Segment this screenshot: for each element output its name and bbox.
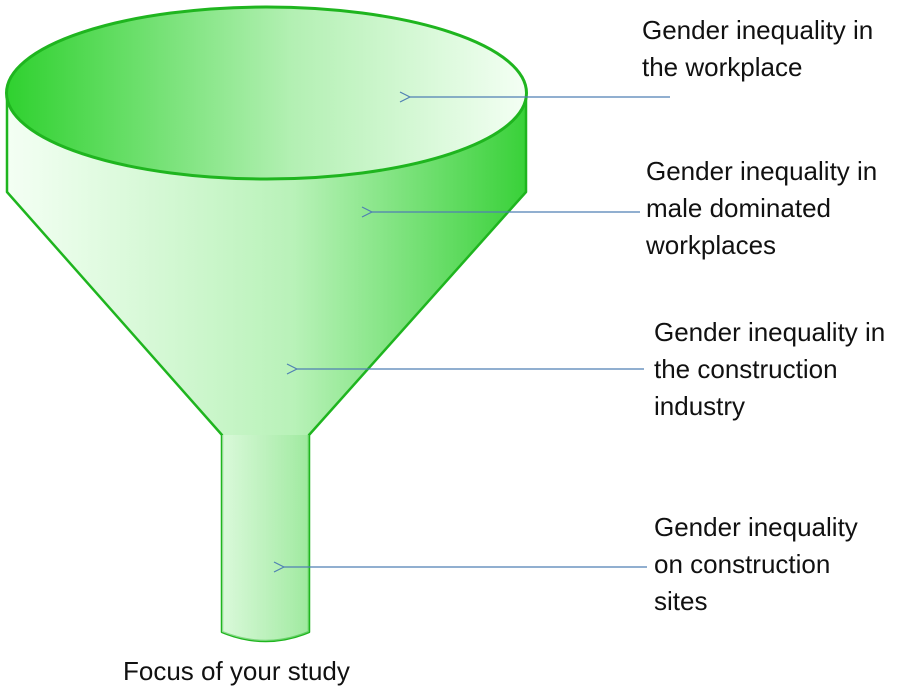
level-2-line-3: workplaces (646, 230, 777, 260)
level-3-line-2: the construction (654, 354, 838, 384)
level-1-line-2: the workplace (642, 52, 803, 82)
level-4-line-2: on construction (654, 549, 831, 579)
funnel-caption: Focus of your study (123, 656, 350, 686)
level-4-label: Gender inequality on construction sites (654, 509, 858, 620)
level-1-label: Gender inequality in the workplace (642, 12, 873, 86)
level-4-line-1: Gender inequality (654, 512, 858, 542)
level-4-line-3: sites (654, 586, 708, 616)
level-2-line-1: Gender inequality in (646, 156, 878, 186)
level-3-line-3: industry (654, 391, 746, 421)
level-1-line-1: Gender inequality in (642, 15, 874, 45)
level-3-label: Gender inequality in the construction in… (654, 314, 885, 425)
funnel-rim (5, 5, 528, 181)
level-2-line-2: male dominated (646, 193, 831, 223)
level-2-label: Gender inequality in male dominated work… (646, 153, 877, 264)
funnel-spout (222, 435, 309, 641)
level-3-line-1: Gender inequality in (654, 317, 886, 347)
